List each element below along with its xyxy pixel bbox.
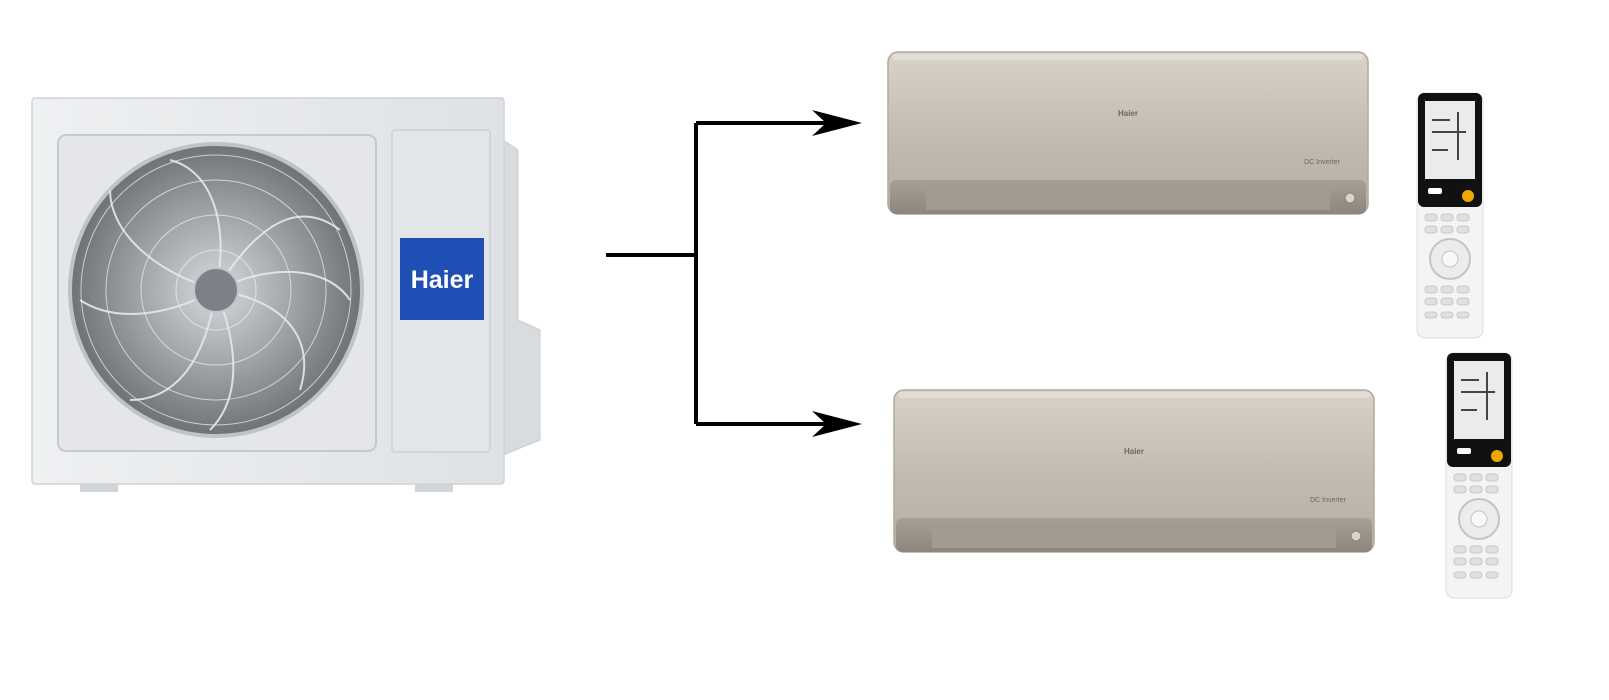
remote-display [1425,101,1475,179]
remote-display [1454,361,1504,439]
remote-control-icon [1416,92,1484,339]
indoor-unit-1: Haier DC Inverter [887,51,1369,215]
indoor-unit-model-badge: DC Inverter [1310,497,1346,504]
remote-control-icon [1445,352,1513,599]
outdoor-unit-brand-logo: Haier [411,266,474,294]
fan-grille-rings [80,154,352,426]
indoor-unit-louver-slot [926,186,1330,210]
indoor-unit-model-badge: DC Inverter [1304,159,1340,166]
outdoor-unit: Haier [31,97,541,492]
outdoor-unit-foot-left [80,484,118,492]
outdoor-unit-logo-plate [400,238,484,320]
outdoor-unit-foot-right [415,484,453,492]
indoor-unit-indicator [1344,192,1356,204]
outdoor-unit-side-panel [502,139,541,456]
remote-power-button [1462,190,1474,202]
indoor-unit-brand-logo: Haier [1118,109,1138,118]
indoor-unit-2: Haier DC Inverter [893,389,1375,553]
indoor-unit-indicator [1350,530,1362,542]
indoor-unit-louver-slot [932,524,1336,548]
indoor-unit-brand-logo: Haier [1124,447,1144,456]
arrow-right-icon [812,411,862,437]
refrigerant-connection [606,121,830,426]
arrow-right-icon [812,110,862,136]
indoor-unit-top-edge [892,54,1364,60]
fan-hub [193,267,239,313]
indoor-unit-top-edge [898,392,1370,398]
remote-power-button [1491,450,1503,462]
